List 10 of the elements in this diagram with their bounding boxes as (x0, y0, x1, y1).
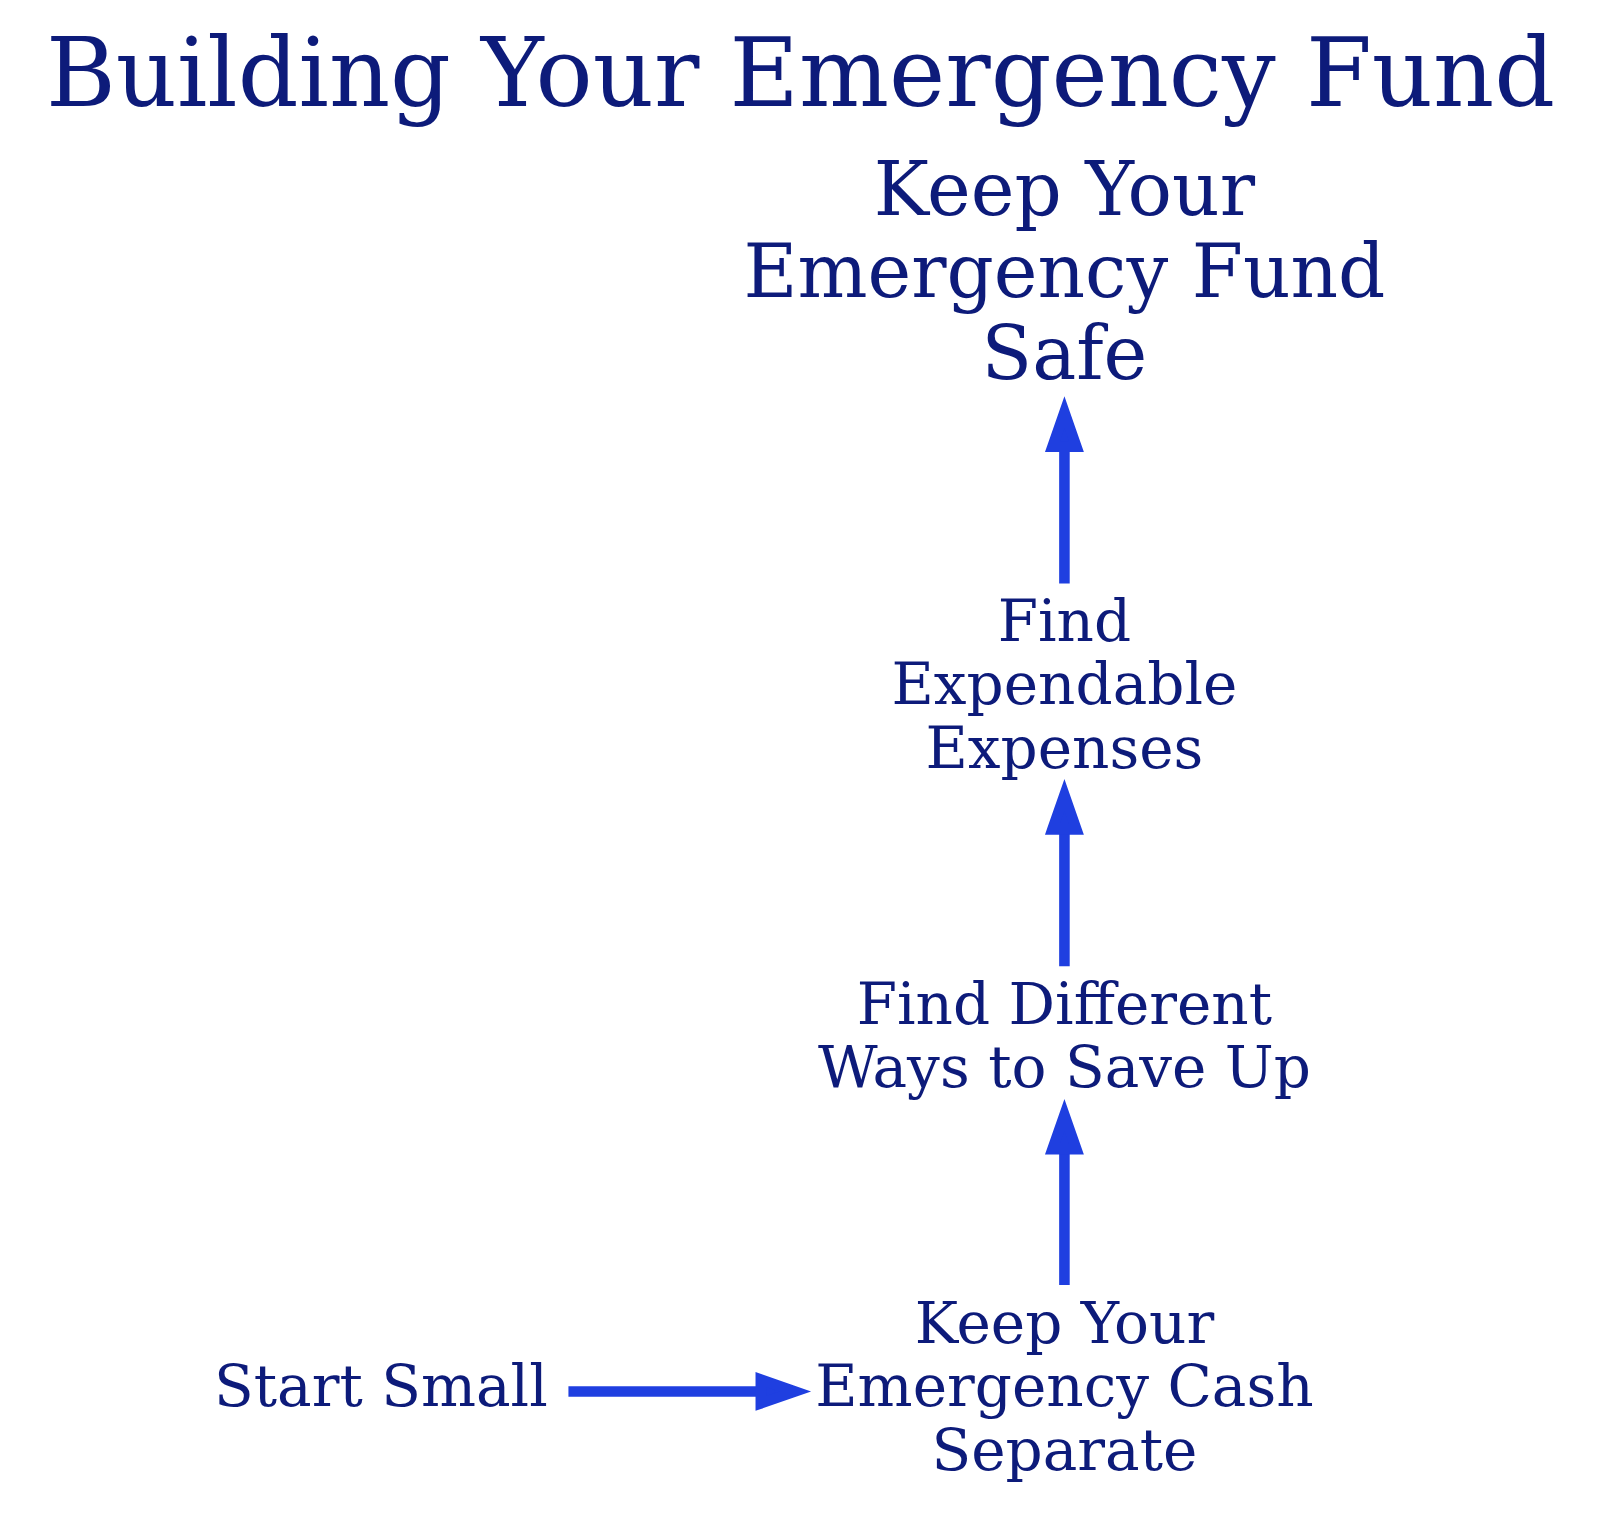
node-text: Keep Your Emergency Cash Separate (814, 1288, 1314, 1484)
arrow (567, 1371, 811, 1411)
arrow (1044, 396, 1084, 584)
node-text: Keep Your Emergency Fund Safe (742, 146, 1385, 396)
node-text: Find Expendable Expenses (891, 586, 1237, 782)
arrow (1044, 1098, 1084, 1286)
diagram-title: Building Your Emergency Fund (45, 17, 1555, 128)
arrow (1044, 779, 1084, 967)
node-text: Start Small (213, 1352, 548, 1421)
node-text: Find Different Ways to Save Up (817, 969, 1311, 1101)
